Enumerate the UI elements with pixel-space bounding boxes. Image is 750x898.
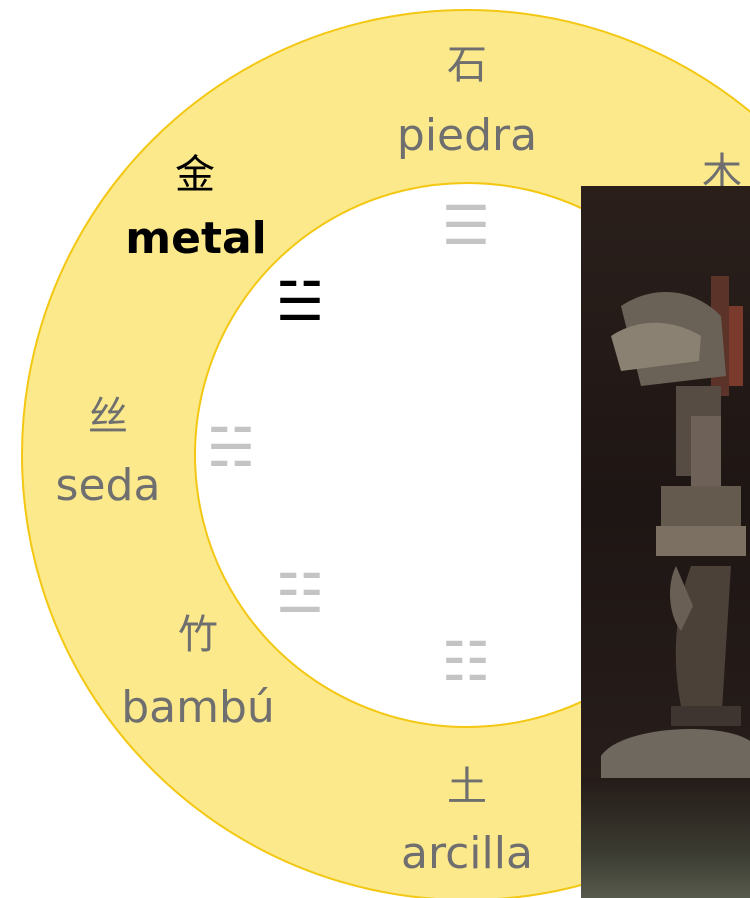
label-silk[interactable]: seda	[56, 460, 161, 511]
hanzi-metal: 金	[175, 152, 215, 198]
hanzi-clay: 土	[447, 764, 487, 810]
bell-rack-photo	[581, 186, 750, 898]
bell-rack-illustration	[581, 276, 750, 806]
trigram-bamboo[interactable]: ☳	[276, 562, 324, 625]
label-bamboo[interactable]: bambú	[121, 682, 275, 733]
hanzi-bamboo: 竹	[178, 612, 218, 658]
trigram-clay[interactable]: ☷	[442, 630, 490, 693]
label-stone[interactable]: piedra	[397, 110, 537, 161]
label-clay[interactable]: arcilla	[401, 828, 533, 879]
hanzi-stone: 石	[447, 42, 487, 88]
trigram-silk[interactable]: ☵	[207, 416, 255, 479]
hanzi-silk: 丝	[88, 394, 128, 440]
photo-floor	[581, 778, 750, 898]
trigram-stone[interactable]: ☰	[442, 194, 490, 257]
label-metal[interactable]: metal	[125, 213, 267, 264]
trigram-metal[interactable]: ☱	[276, 270, 324, 333]
